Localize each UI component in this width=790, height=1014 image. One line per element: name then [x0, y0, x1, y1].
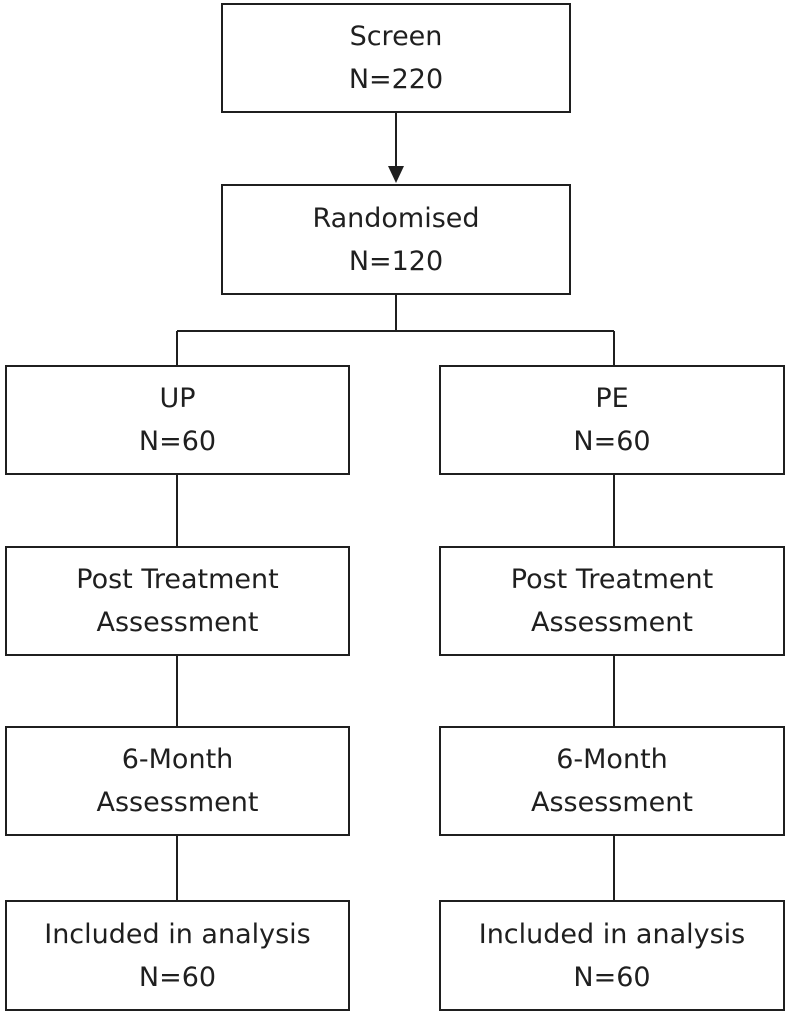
- up-six-month-line2: Assessment: [96, 787, 259, 818]
- pe-group-label: PE: [595, 383, 629, 414]
- up-six-month-box: 6-Month Assessment: [5, 726, 350, 836]
- pe-analysis-label: Included in analysis: [478, 918, 746, 950]
- pe-six-month-box: 6-Month Assessment: [439, 726, 785, 836]
- pe-group-count: N=60: [573, 426, 651, 457]
- pe-analysis-box: Included in analysis N=60: [439, 900, 785, 1011]
- up-post-treatment-line1: Post Treatment: [76, 564, 279, 595]
- screen-label: Screen: [349, 21, 443, 52]
- up-analysis-count: N=60: [138, 961, 217, 993]
- screen-count: N=220: [348, 64, 444, 95]
- pe-group-box: PE N=60: [439, 365, 785, 475]
- pe-six-month-line1: 6-Month: [556, 744, 668, 775]
- pe-analysis-count: N=60: [573, 961, 651, 993]
- screen-box: Screen N=220: [221, 3, 571, 113]
- randomised-box: Randomised N=120: [221, 184, 571, 295]
- up-group-label: UP: [159, 383, 196, 414]
- pe-post-treatment-line2: Assessment: [531, 607, 693, 638]
- pe-post-treatment-box: Post Treatment Assessment: [439, 546, 785, 656]
- randomised-label: Randomised: [312, 202, 480, 234]
- arrowhead-icon: [388, 166, 404, 183]
- pe-post-treatment-line1: Post Treatment: [510, 564, 714, 595]
- randomised-count: N=120: [348, 245, 444, 277]
- up-analysis-label: Included in analysis: [44, 918, 311, 950]
- up-six-month-line1: 6-Month: [121, 744, 234, 775]
- up-group-box: UP N=60: [5, 365, 350, 475]
- pe-six-month-line2: Assessment: [531, 787, 693, 818]
- up-analysis-box: Included in analysis N=60: [5, 900, 350, 1011]
- up-group-count: N=60: [138, 426, 217, 457]
- up-post-treatment-box: Post Treatment Assessment: [5, 546, 350, 656]
- up-post-treatment-line2: Assessment: [96, 607, 259, 638]
